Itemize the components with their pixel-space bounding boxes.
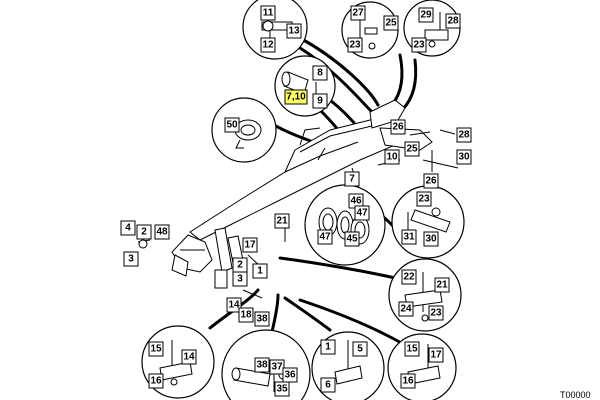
callout-50: 50 [226, 120, 238, 131]
callout-23-c: 23 [418, 194, 430, 205]
detail-circle-11-12-13 [242, 0, 308, 60]
callout-36: 36 [284, 370, 296, 381]
callout-38: 38 [256, 314, 268, 325]
callout-26: 26 [392, 122, 404, 133]
callout-6: 6 [325, 380, 331, 391]
callout-27: 27 [352, 8, 364, 19]
callout-1: 1 [257, 266, 263, 277]
callout-30: 30 [458, 152, 470, 163]
callout-37: 37 [271, 362, 283, 373]
callout-28: 28 [447, 16, 459, 27]
callout-30-b: 30 [425, 234, 437, 245]
callout-35: 35 [276, 384, 288, 395]
callout-25: 25 [385, 18, 397, 29]
callout-9: 9 [317, 96, 323, 107]
callout-17-b: 17 [430, 350, 442, 361]
detail-circle-22-21-24-23 [388, 258, 462, 332]
callout-18: 18 [240, 310, 252, 321]
detail-circle-46-47-45 [304, 184, 386, 266]
callout-48: 48 [156, 227, 168, 238]
callout-24: 24 [400, 304, 412, 315]
callout-15: 15 [150, 344, 162, 355]
callout-12: 12 [262, 40, 274, 51]
callout-labels: 11 12 13 27 25 23 29 28 23 8 7,10 9 50 2… [120, 5, 472, 397]
callout-45: 45 [346, 234, 358, 245]
callout-7: 7 [349, 174, 355, 185]
callout-23-d: 23 [430, 308, 442, 319]
callout-28-b: 28 [458, 130, 470, 141]
callout-3: 3 [128, 254, 134, 265]
callout-4: 4 [125, 223, 131, 234]
callout-13: 13 [288, 26, 300, 37]
callout-29: 29 [420, 10, 432, 21]
callout-21: 21 [276, 216, 288, 227]
detail-circle-15-17-16 [387, 333, 457, 400]
callout-2: 2 [141, 227, 147, 238]
callout-47-left: 47 [319, 232, 331, 243]
callout-7-10-highlighted: 7,10 [286, 92, 306, 103]
callout-23: 23 [349, 40, 361, 51]
callout-11: 11 [263, 8, 274, 19]
callout-1-b: 1 [325, 342, 331, 353]
drawing-code: T00000 [560, 390, 591, 400]
callout-14-b: 14 [183, 352, 195, 363]
callout-10: 10 [386, 152, 398, 163]
callout-16-b: 16 [402, 376, 414, 387]
callout-46: 46 [350, 196, 362, 207]
callout-8: 8 [317, 68, 323, 79]
callout-2-b: 2 [237, 260, 243, 271]
callout-16: 16 [150, 376, 162, 387]
callout-22: 22 [403, 272, 415, 283]
callout-15-b: 15 [406, 344, 418, 355]
callout-31: 31 [403, 232, 415, 243]
callout-26-b: 26 [425, 176, 437, 187]
callout-5: 5 [357, 344, 363, 355]
callout-23-b: 23 [413, 40, 425, 51]
callout-25-b: 25 [406, 144, 418, 155]
callout-3-b: 3 [237, 274, 243, 285]
callout-14: 14 [228, 300, 240, 311]
callout-21-b: 21 [436, 280, 448, 291]
callout-47-right: 47 [356, 208, 368, 219]
detail-circle-50 [211, 97, 277, 163]
callout-17: 17 [244, 240, 256, 251]
callout-38-b: 38 [256, 360, 268, 371]
